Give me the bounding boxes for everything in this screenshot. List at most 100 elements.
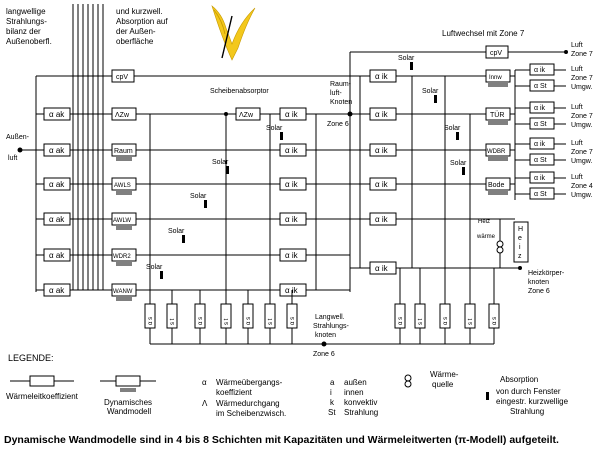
alpha-ik-label: α ik (375, 180, 389, 189)
legend-aik-text-k: konvektiv (344, 398, 377, 407)
solar-label: Solar (444, 125, 461, 132)
solar-label: Solar (398, 55, 415, 62)
alpha-ak-box (43, 143, 71, 157)
lambda-zw-box (111, 107, 137, 121)
note-left-line2: Strahlungs- (6, 17, 47, 26)
heat-source-icon (496, 240, 504, 254)
alpha-ik-label: α ik (534, 175, 546, 182)
heiz-char: e (518, 235, 522, 242)
alpha-ak-label: α ak (49, 286, 65, 295)
alpha-st-label: α St (534, 121, 547, 128)
legend-lambda-text-1: Wärmedurchgang (216, 399, 280, 408)
label-strahlungsknoten-2: Strahlungs- (313, 323, 349, 330)
alpha-s-label: α s (198, 317, 204, 325)
alpha-ak-label: α ak (49, 110, 65, 119)
wall-model-box (485, 177, 511, 191)
wall-wdbr-label: WDBR (487, 149, 506, 155)
alpha-ik-label: α ik (375, 110, 389, 119)
wall-model-box (111, 177, 137, 191)
alpha-ak-label: α ak (49, 146, 65, 155)
label-aussenluft-1: Außen- (6, 134, 30, 141)
right-label-2-2: Umgw. (571, 122, 592, 129)
heiz-box (513, 221, 529, 263)
right-label-3-0: Luft (571, 140, 583, 147)
lambda-zw-label: ΛZw (239, 112, 254, 119)
right-label-1-2: Umgw. (571, 84, 592, 91)
heiz-char: H (518, 226, 523, 233)
wall-model-box (485, 143, 511, 157)
alpha-ak-label: α ak (49, 251, 65, 260)
alpha-s-label: α s (246, 317, 252, 325)
label-zone6: Zone 6 (327, 121, 349, 128)
cpv-label: cpV (490, 50, 502, 57)
wall-wdr2-label: WDR2 (113, 254, 131, 260)
legend-solar-icon (486, 392, 489, 400)
alpha-ak-box (43, 177, 71, 191)
logo (211, 5, 256, 61)
wall-bode-label: Bode (488, 182, 504, 189)
legend-absorption-3: eingestr. kurzwellige (496, 397, 569, 406)
radiation-coupling-box: s t (464, 268, 476, 344)
wall-model-box (111, 283, 137, 297)
legend-aik-text-st: Strahlung (344, 408, 378, 417)
radiation-coupling-box: α s (194, 290, 206, 344)
s-t-label: s t (268, 318, 274, 325)
alpha-ik-box (369, 107, 397, 121)
alpha-ak-label: α ak (49, 215, 65, 224)
label-luftwechsel: Luftwechsel mit Zone 7 (442, 29, 525, 38)
note-mid-line4: oberfläche (116, 37, 154, 46)
alpha-st-label: α St (534, 157, 547, 164)
wall-raum-label: Raum (114, 148, 133, 155)
label-strahlungsknoten-1: Langwell. (315, 314, 345, 321)
radiation-coupling-box: α s (488, 268, 500, 344)
solar-label: Solar (146, 264, 163, 271)
alpha-ik-box (279, 283, 307, 297)
note-mid-line3: der Außen- (116, 27, 156, 36)
solar-label: Solar (212, 159, 229, 166)
label-heiz: Heiz (478, 219, 490, 225)
radiation-coupling-box: α s (439, 268, 451, 344)
label-zone6-bottom: Zone 6 (313, 351, 335, 358)
alpha-ik-label: α ik (375, 72, 389, 81)
wall-wanw-label: WANW (113, 289, 133, 295)
alpha-ak-label: α ak (49, 180, 65, 189)
note-mid-line2: Absorption auf (116, 17, 168, 26)
note-left-line4: Außenoberfl. (6, 37, 52, 46)
label-heizkoerper-2: knoten (528, 279, 549, 286)
label-raumluftknoten-2: luft- (330, 90, 342, 97)
alpha-ak-box (43, 283, 71, 297)
wall-model-box (111, 143, 137, 157)
wall-awls-label: AWLS (114, 183, 131, 189)
radiation-coupling-box: α s (242, 290, 254, 344)
cpv-box (111, 69, 135, 83)
solar-label: Solar (190, 193, 207, 200)
right-label-2-0: Luft (571, 104, 583, 111)
solar-markers: Solar Solar Solar Solar Solar (146, 125, 283, 279)
legend-absorption-4: Strahlung (510, 407, 544, 416)
alpha-s-label: α s (148, 317, 154, 325)
legend-aik-sym-st: St (328, 408, 336, 417)
legend-aik-sym-i: i (330, 388, 332, 397)
alpha-ik-box (369, 212, 397, 226)
legend-aik-text-i: innen (344, 388, 364, 397)
legend-aik-sym-a: a (330, 378, 335, 387)
alpha-ik-box (369, 69, 397, 83)
alpha-ik-label: α ik (375, 215, 389, 224)
right-label-3-2: Umgw. (571, 158, 592, 165)
legend-alpha-text-1: Wärmeübergangs- (216, 378, 283, 387)
alpha-ik-box (279, 248, 307, 262)
wall-model-box (485, 107, 511, 121)
radiation-coupling-box: s t (166, 290, 178, 344)
alpha-ik-label: α ik (285, 110, 299, 119)
alpha-ik-label: α ik (375, 264, 389, 273)
note-mid-line1: und kurzwell. (116, 7, 163, 16)
legend-dyn-wand-2: Wandmodell (107, 407, 151, 416)
solar-label: Solar (168, 228, 185, 235)
alpha-ik-box (279, 107, 307, 121)
lambda-zw-label: ΛZw (115, 112, 130, 119)
note-left-line3: bilanz der (6, 27, 41, 36)
s-t-label: s t (224, 318, 230, 325)
legend-quelle-1: Wärme- (430, 370, 459, 379)
note-left-line1: langwellige (6, 7, 46, 16)
